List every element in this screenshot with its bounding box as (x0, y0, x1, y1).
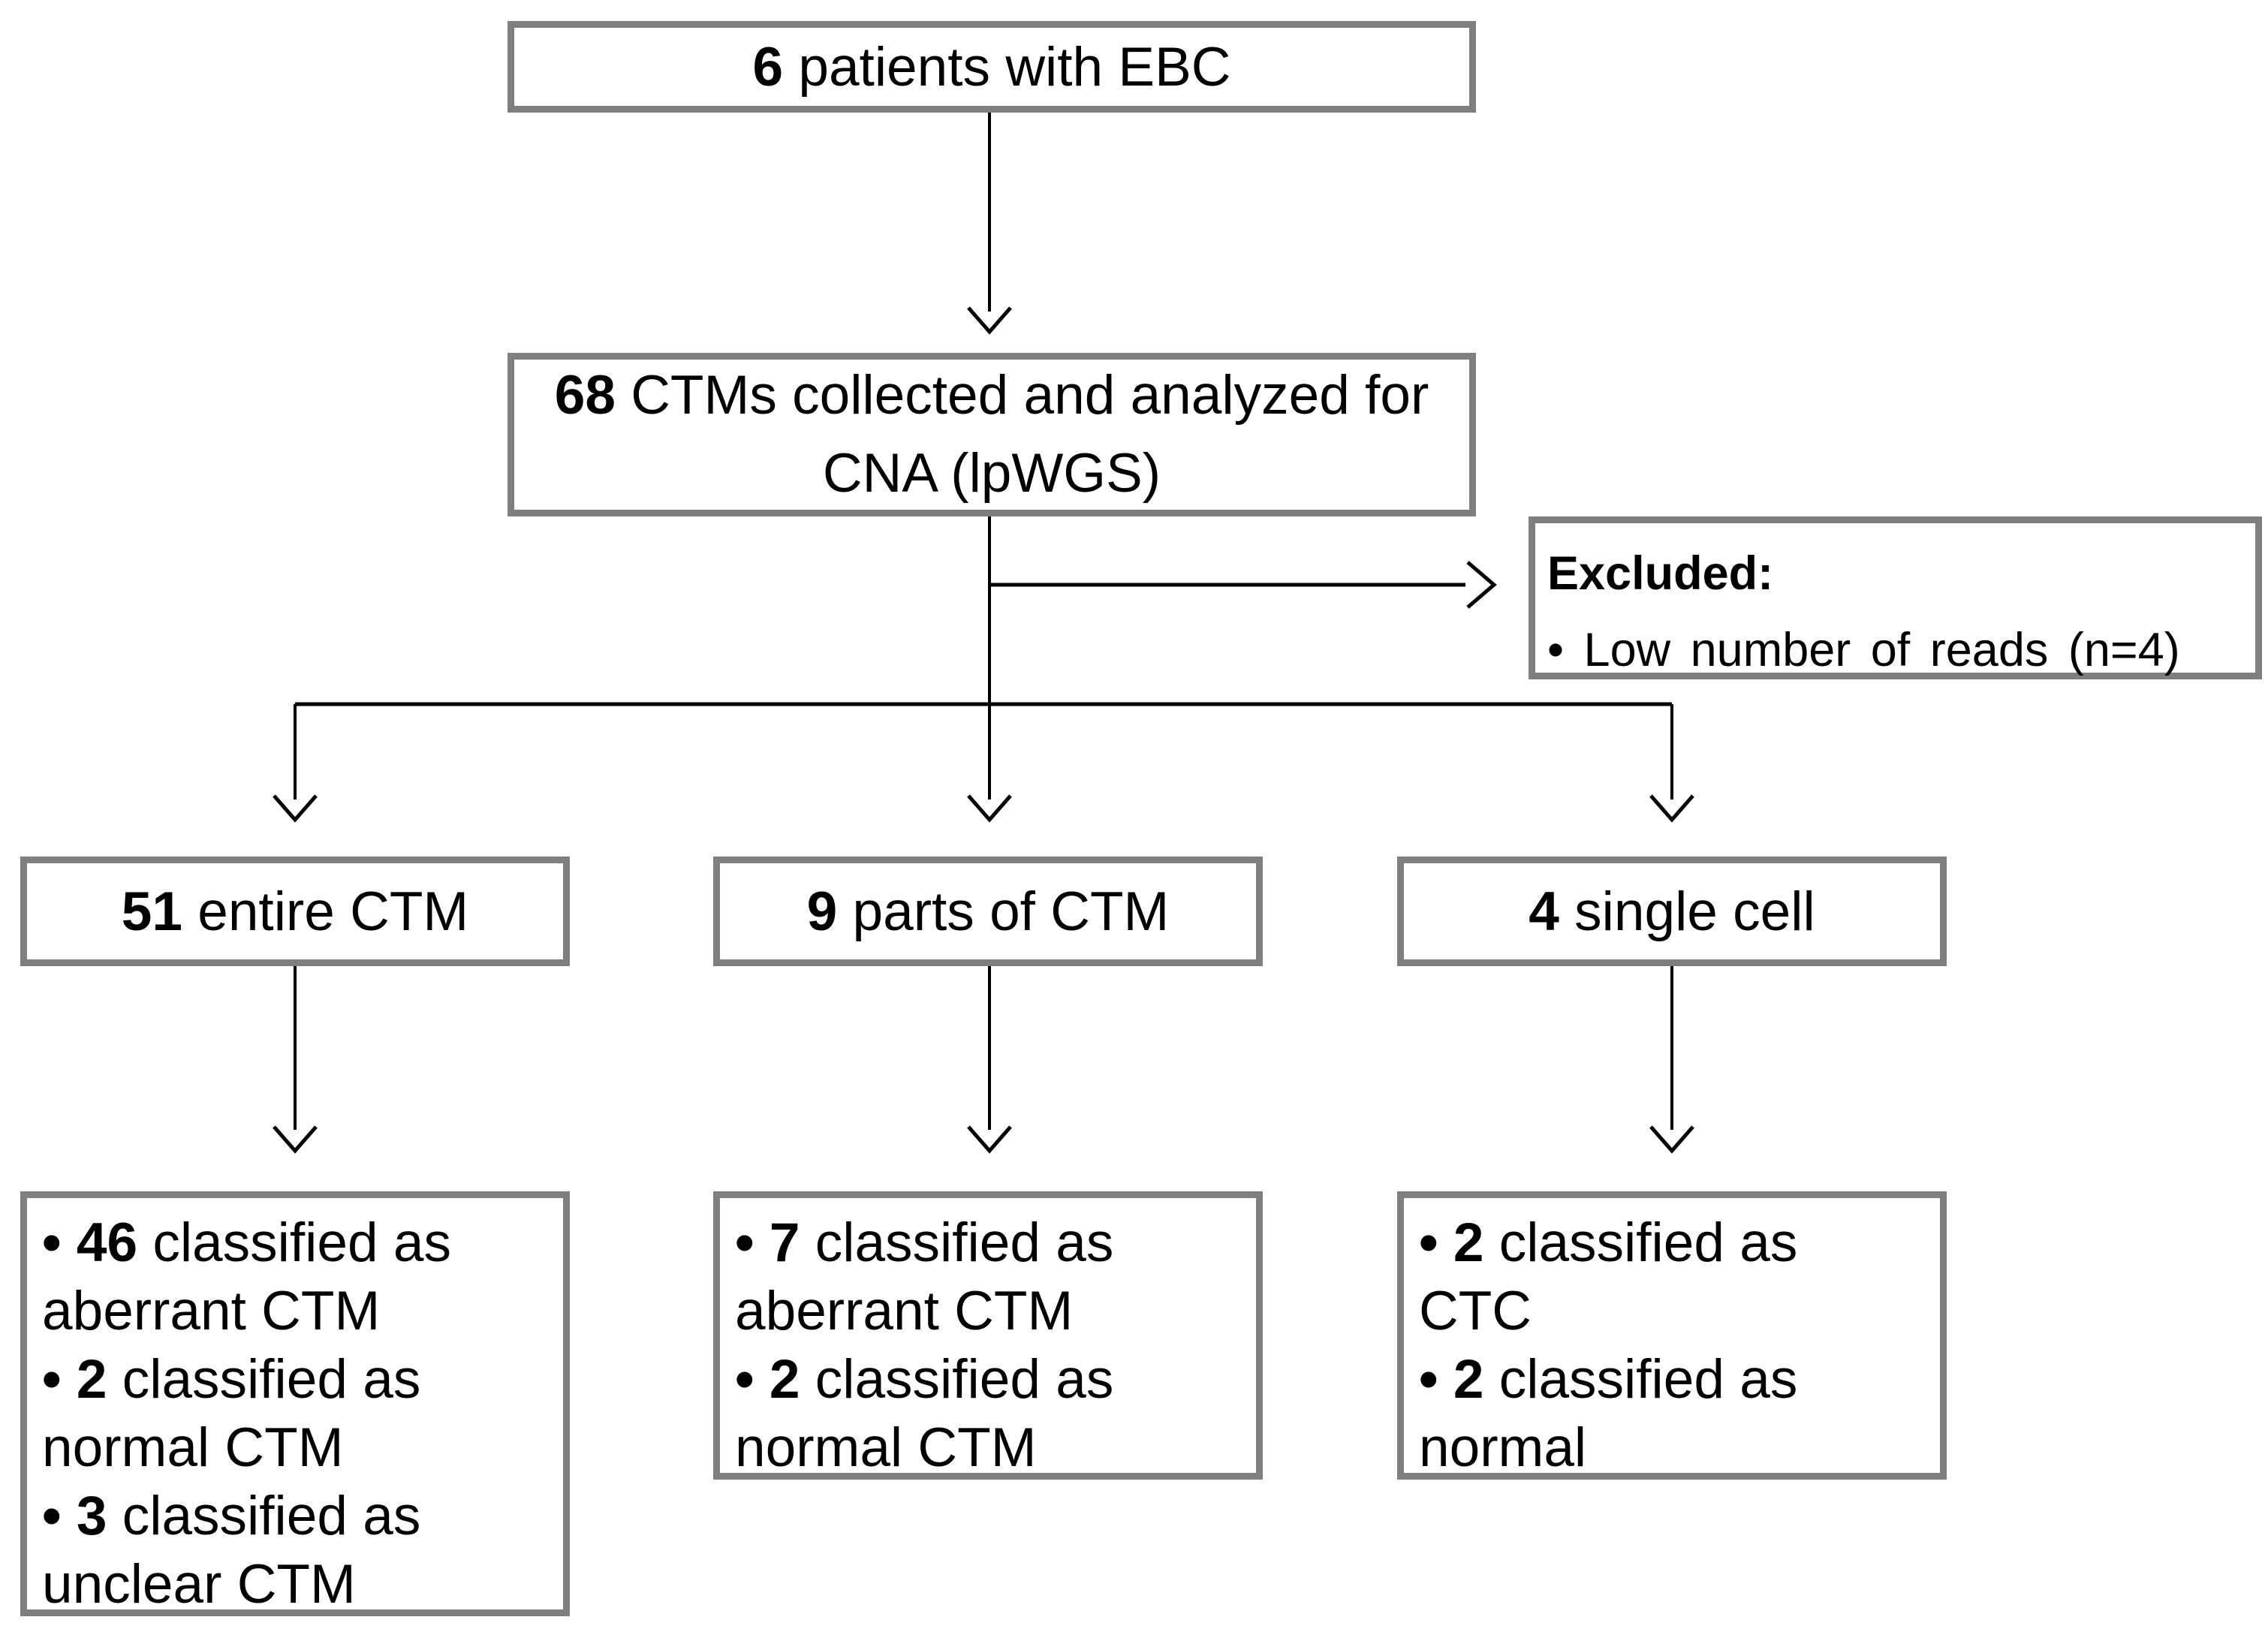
result-line: • 7 classified as (735, 1212, 1114, 1273)
result-line: aberrant CTM (42, 1281, 381, 1341)
parts-ctm-text: 9 parts of CTM (807, 884, 1170, 939)
single-cell-results-box: • 2 classified as CTC • 2 classified as … (1397, 1191, 1947, 1480)
patients-box: 6 patients with EBC (508, 21, 1476, 113)
arrowhead-to-single-box (1649, 794, 1694, 823)
entire-ctm-results-box: • 46 classified as aberrant CTM • 2 clas… (20, 1191, 570, 1616)
result-line: • 46 classified as (42, 1212, 451, 1273)
single-cell-count: 4 (1529, 881, 1559, 942)
parts-ctm-label: parts of CTM (837, 881, 1170, 942)
parts-ctm-results-box: • 7 classified as aberrant CTM • 2 class… (713, 1191, 1263, 1480)
result-line: • 2 classified as (1419, 1212, 1798, 1273)
arrowhead-patients-to-collected (967, 306, 1012, 335)
entire-ctm-count: 51 (121, 881, 182, 942)
entire-ctm-box: 51 entire CTM (20, 857, 570, 966)
collected-label-line1: CTMs collected and analyzed for (615, 365, 1429, 426)
single-cell-box: 4 single cell (1397, 857, 1947, 966)
result-line: normal (1419, 1417, 1587, 1478)
excluded-box: Excluded: • Low number of reads (n=4) (1529, 516, 2262, 679)
result-line: normal CTM (42, 1417, 344, 1478)
patients-label: patients with EBC (783, 36, 1231, 98)
result-line: • 2 classified as (42, 1349, 421, 1410)
single-cell-text: 4 single cell (1529, 884, 1815, 939)
collected-box-line2: CNA (lpWGS) (822, 443, 1161, 504)
single-cell-label: single cell (1559, 881, 1815, 942)
patients-count: 6 (752, 36, 784, 98)
arrowhead-parts-to-results (967, 1125, 1012, 1154)
result-line: • 2 classified as (735, 1349, 1114, 1410)
result-line: aberrant CTM (735, 1281, 1074, 1341)
arrowhead-entire-to-results (273, 1125, 318, 1154)
arrowhead-to-entire-box (273, 794, 318, 823)
collected-box-line1: 68 CTMs collected and analyzed for (555, 357, 1429, 435)
entire-ctm-label: entire CTM (182, 881, 469, 942)
collected-box: 68 CTMs collected and analyzed for CNA (… (508, 353, 1476, 516)
result-line: normal CTM (735, 1417, 1037, 1478)
parts-ctm-box: 9 parts of CTM (713, 857, 1263, 966)
arrowhead-to-parts-box (967, 794, 1012, 823)
excluded-bullet-item: • Low number of reads (n=4) (1547, 624, 2180, 676)
result-line: • 2 classified as (1419, 1349, 1798, 1410)
result-line: CTC (1419, 1281, 1532, 1341)
excluded-title: Excluded: (1547, 547, 1774, 600)
parts-ctm-count: 9 (806, 881, 838, 942)
arrowhead-single-to-results (1649, 1125, 1694, 1154)
arrowhead-collected-to-excluded (1466, 561, 1497, 609)
result-line: • 3 classified as (42, 1486, 421, 1546)
result-line: unclear CTM (42, 1554, 356, 1615)
entire-ctm-text: 51 entire CTM (122, 884, 469, 939)
collected-count: 68 (554, 365, 616, 426)
patients-box-text: 6 patients with EBC (752, 40, 1230, 95)
